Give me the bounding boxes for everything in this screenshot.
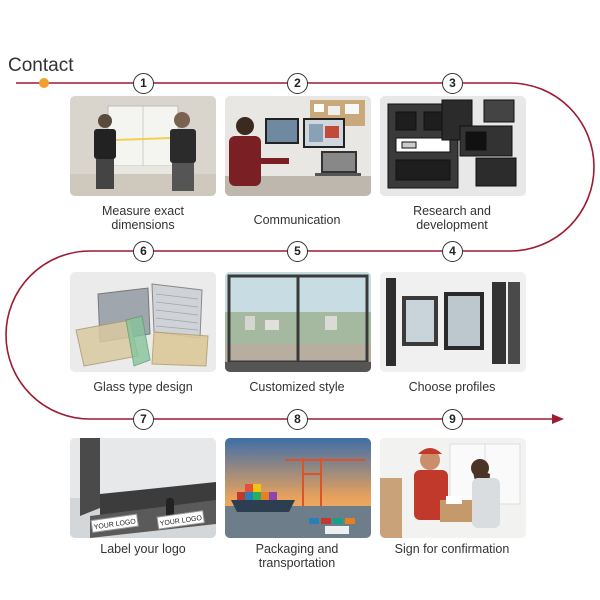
step-number-9: 9 (442, 409, 463, 430)
aluminum-profile-sections-image (380, 96, 526, 196)
step-number-2: 2 (287, 73, 308, 94)
designer-at-computer-image (225, 96, 371, 196)
step-number-5: 5 (287, 241, 308, 262)
step-label-4: Choose profiles (408, 380, 496, 394)
step-label-5: Customized style (249, 380, 345, 394)
cargo-port-image (225, 438, 371, 538)
step-label-2: Communication (253, 213, 341, 227)
measuring-window-image (70, 96, 216, 196)
step-label-7: Label your logo (100, 542, 186, 556)
step-number-4: 4 (442, 241, 463, 262)
sliding-glass-door-image (225, 272, 371, 372)
step-number-6: 6 (133, 241, 154, 262)
step-label-6: Glass type design (93, 380, 193, 394)
logo-on-frame-image: YOUR LOGO YOUR LOGO (70, 438, 216, 538)
arrow-head-icon (552, 414, 564, 424)
step-number-8: 8 (287, 409, 308, 430)
start-dot (39, 78, 49, 88)
step-label-9: Sign for confirmation (394, 542, 510, 556)
page-title: Contact (8, 55, 74, 76)
step-number-3: 3 (442, 73, 463, 94)
step-number-1: 1 (133, 73, 154, 94)
step-number-7: 7 (133, 409, 154, 430)
delivery-signature-image (380, 438, 526, 538)
glass-samples-image (70, 272, 216, 372)
profile-samples-image (380, 272, 526, 372)
